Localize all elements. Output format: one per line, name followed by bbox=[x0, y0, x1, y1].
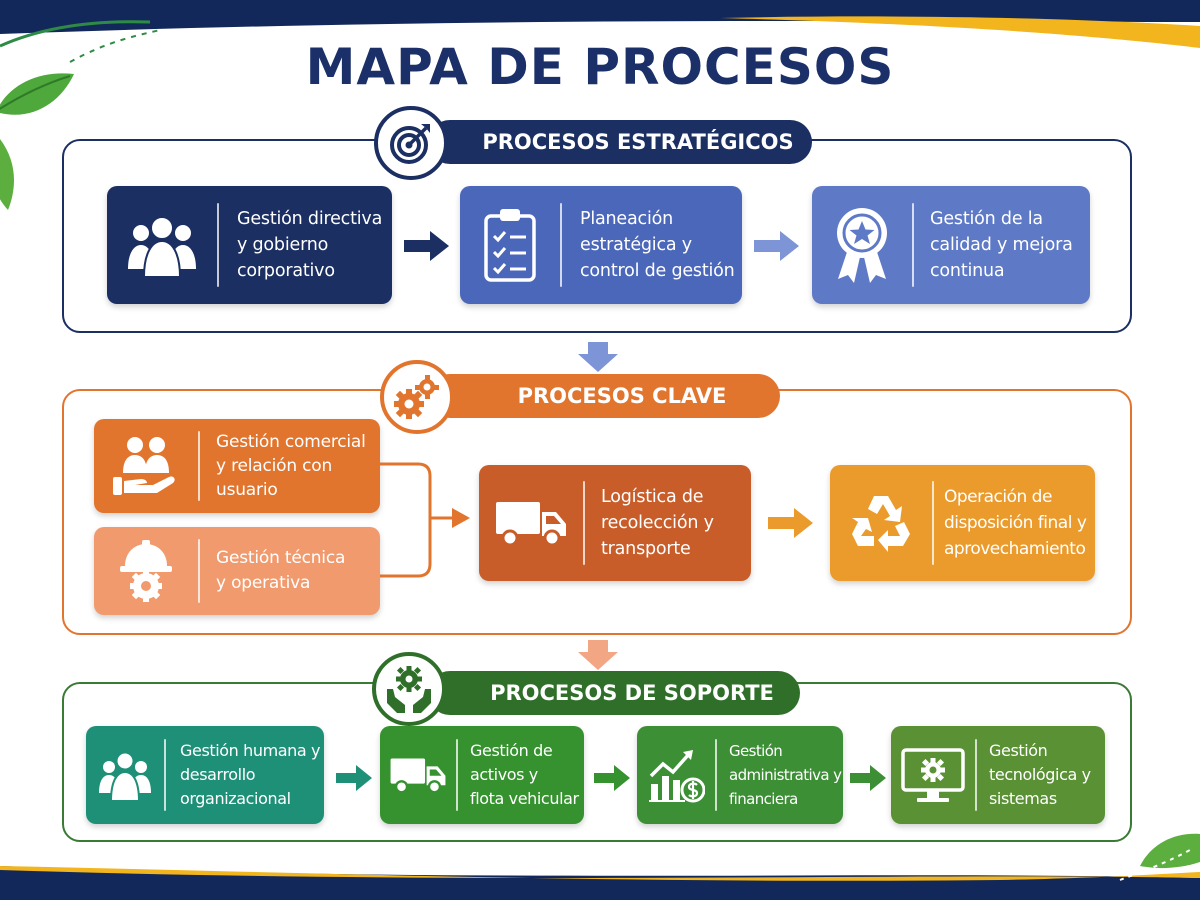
arrow-down-icon bbox=[578, 342, 618, 372]
arrow-right-icon bbox=[594, 765, 630, 791]
process-gestion-tecnologica[interactable]: Gestión tecnológica y sistemas bbox=[891, 726, 1105, 824]
process-logistica-recoleccion[interactable]: Logística de recolección y transporte bbox=[479, 465, 751, 581]
arrow-right-icon bbox=[754, 231, 799, 261]
checklist-icon bbox=[460, 206, 560, 284]
process-label: Gestión directiva y gobierno corporativo bbox=[237, 209, 383, 281]
recycle-icon bbox=[830, 492, 932, 554]
process-planeacion-estrategica[interactable]: Planeación estratégica y control de gest… bbox=[460, 186, 742, 304]
process-label: Gestión humana y desarrollo organizacion… bbox=[180, 741, 321, 808]
process-gestion-tecnica[interactable]: Gestión técnica y operativa bbox=[94, 527, 380, 615]
hands-gear-icon bbox=[372, 652, 446, 726]
people-icon bbox=[107, 211, 217, 279]
process-gestion-directiva[interactable]: Gestión directiva y gobierno corporativo bbox=[107, 186, 392, 304]
hand-people-icon bbox=[94, 433, 198, 499]
arrow-down-icon bbox=[578, 640, 618, 670]
truck-icon bbox=[479, 498, 583, 548]
leaf-bottom-right bbox=[1119, 833, 1200, 881]
process-label: Gestión administrativa y financiera bbox=[729, 742, 842, 808]
hardhat-gear-icon bbox=[94, 538, 198, 604]
process-label: Gestión técnica y operativa bbox=[216, 548, 346, 593]
leaf-left bbox=[0, 139, 14, 210]
arrow-right-icon bbox=[336, 765, 372, 791]
section-label-clave: PROCESOS CLAVE bbox=[428, 374, 780, 418]
section-label-estrategicos: PROCESOS ESTRATÉGICOS bbox=[428, 120, 812, 164]
arrow-right-icon bbox=[850, 765, 886, 791]
leaf-top-left bbox=[0, 73, 74, 115]
monitor-gear-icon bbox=[891, 746, 975, 804]
team-icon bbox=[86, 747, 164, 803]
truck-icon bbox=[380, 755, 456, 795]
arrow-right-icon bbox=[768, 508, 813, 538]
process-label: Gestión de activos y flota vehicular bbox=[470, 741, 579, 808]
target-icon bbox=[374, 106, 448, 180]
section-label-soporte: PROCESOS DE SOPORTE bbox=[428, 671, 800, 715]
award-ribbon-icon bbox=[812, 205, 912, 285]
page-title: MAPA DE PROCESOS bbox=[305, 38, 895, 96]
process-label: Logística de recolección y transporte bbox=[601, 487, 714, 559]
process-gestion-activos[interactable]: Gestión de activos y flota vehicular bbox=[380, 726, 584, 824]
arrow-right-icon bbox=[404, 231, 449, 261]
process-label: Planeación estratégica y control de gest… bbox=[580, 209, 735, 281]
process-gestion-administrativa[interactable]: Gestión administrativa y financiera bbox=[637, 726, 843, 824]
process-gestion-comercial[interactable]: Gestión comercial y relación con usuario bbox=[94, 419, 380, 513]
process-label: Gestión tecnológica y sistemas bbox=[989, 741, 1091, 808]
process-gestion-humana[interactable]: Gestión humana y desarrollo organizacion… bbox=[86, 726, 324, 824]
process-label: Gestión de la calidad y mejora continua bbox=[930, 209, 1073, 281]
merge-connector bbox=[380, 462, 470, 578]
process-label: Operación de disposición final y aprovec… bbox=[944, 487, 1087, 559]
process-label: Gestión comercial y relación con usuario bbox=[216, 432, 366, 500]
process-operacion-disposicion[interactable]: Operación de disposición final y aprovec… bbox=[830, 465, 1095, 581]
process-gestion-calidad[interactable]: Gestión de la calidad y mejora continua bbox=[812, 186, 1090, 304]
gears-icon bbox=[380, 360, 454, 434]
finance-chart-icon bbox=[637, 746, 715, 804]
